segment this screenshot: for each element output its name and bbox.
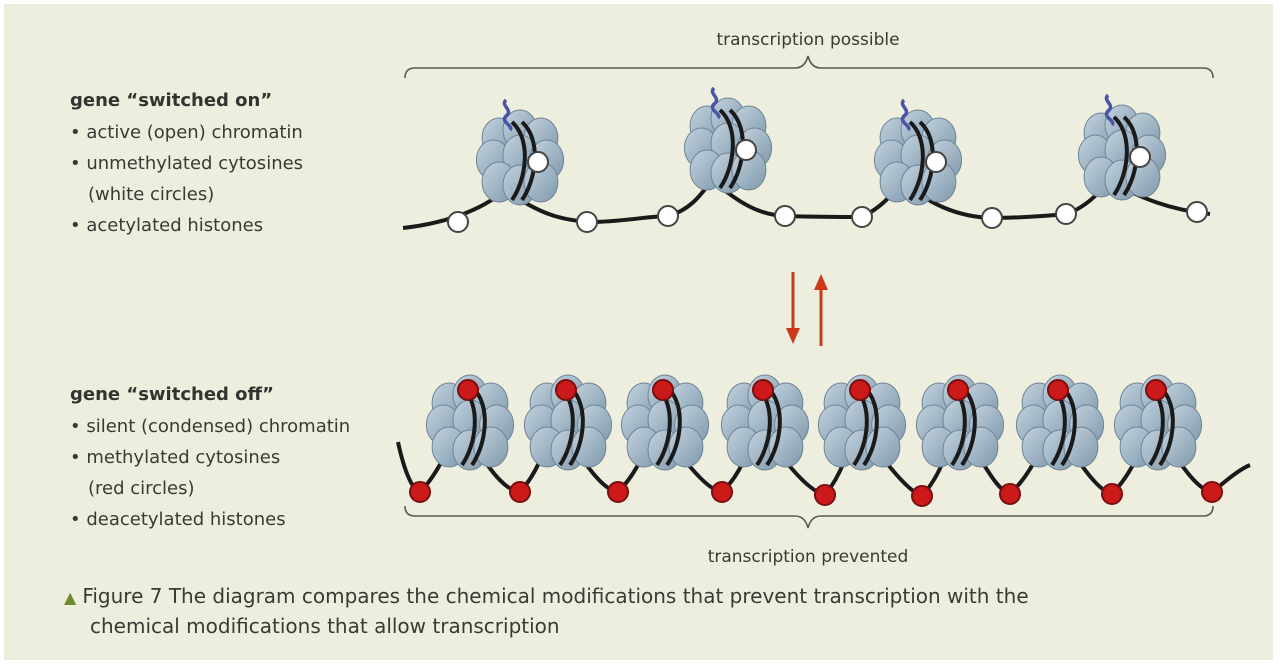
nucleosome (1077, 93, 1167, 201)
unmethylated-cytosine-dot (1055, 203, 1077, 225)
methylated-cytosines (409, 481, 1223, 507)
switched-off-legend: gene “switched off” • silent (condensed)… (70, 380, 350, 535)
up-arrow-icon (814, 274, 828, 346)
caption-line-2: chemical modifications that allow transc… (90, 614, 560, 638)
top-bracket (404, 55, 1214, 79)
unmethylated-cytosine-dot (657, 205, 679, 227)
methylated-cytosine-dot (752, 379, 774, 401)
switched-on-heading: gene “switched on” (70, 90, 273, 111)
methylated-cytosine-dot (947, 379, 969, 401)
nucleosome (620, 374, 710, 471)
legend-item: • acetylated histones (70, 215, 264, 236)
methylated-cytosine-dot (849, 379, 871, 401)
open-nucleosomes (475, 86, 1167, 206)
unmethylated-cytosine-dot (1186, 201, 1208, 223)
methylated-cytosine-dot (409, 481, 431, 503)
nucleosome (915, 374, 1005, 471)
nucleosome (873, 98, 963, 206)
methylated-cytosine-dot (999, 483, 1021, 505)
methylated-cytosine-dot (509, 481, 531, 503)
switched-on-legend: gene “switched on” • active (open) chrom… (70, 86, 303, 241)
unmethylated-cytosine-dot (1129, 146, 1151, 168)
bottom-bracket (404, 505, 1214, 529)
legend-item: • methylated cytosines (70, 447, 281, 468)
nucleosome (817, 374, 907, 471)
unmethylated-cytosines (447, 201, 1208, 233)
legend-item: (red circles) (88, 478, 195, 499)
legend-item: • silent (condensed) chromatin (70, 416, 351, 437)
nucleosome (425, 374, 515, 471)
switched-off-heading: gene “switched off” (70, 384, 274, 405)
legend-item: • deacetylated histones (70, 509, 286, 530)
methylated-cytosine-dot (1145, 379, 1167, 401)
acetyl-tail-icon (710, 86, 721, 120)
methylated-cytosine-dot (814, 484, 836, 506)
acetyl-tail-icon (1104, 93, 1115, 127)
nucleosome (1113, 374, 1203, 471)
condensed-nucleosomes (425, 374, 1203, 471)
nucleosome (523, 374, 613, 471)
methylated-cytosine-dot (555, 379, 577, 401)
methylated-cytosine-dot (652, 379, 674, 401)
legend-item: • unmethylated cytosines (70, 153, 304, 174)
acetyl-tail-icon (502, 98, 513, 132)
nucleosome (683, 86, 773, 194)
caption-line-1: Figure 7 The diagram compares the chemic… (82, 584, 1029, 608)
transcription-prevented-label: transcription prevented (708, 547, 909, 567)
methylated-cytosine-dot (1101, 483, 1123, 505)
methylated-cytosine-dot (1047, 379, 1069, 401)
nucleosome (1015, 374, 1105, 471)
unmethylated-cytosine-dot (735, 139, 757, 161)
legend-item: (white circles) (88, 184, 215, 205)
unmethylated-cytosine-dot (447, 211, 469, 233)
unmethylated-cytosine-dot (981, 207, 1003, 229)
unmethylated-cytosine-dot (925, 151, 947, 173)
figure-caption: ▲ Figure 7 The diagram compares the chemi… (64, 582, 1029, 641)
nucleosome (475, 98, 565, 206)
unmethylated-cytosine-dot (527, 151, 549, 173)
methylated-cytosine-dot (911, 485, 933, 507)
triangle-marker-icon: ▲ (64, 588, 77, 607)
legend-item: • active (open) chromatin (70, 122, 303, 143)
transcription-possible-label: transcription possible (716, 30, 899, 50)
nucleosome (720, 374, 810, 471)
methylated-cytosine-dot (607, 481, 629, 503)
methylated-cytosine-dot (457, 379, 479, 401)
methylated-cytosine-dot (711, 481, 733, 503)
unmethylated-cytosine-dot (576, 211, 598, 233)
down-arrow-icon (786, 272, 800, 344)
unmethylated-cytosine-dot (774, 205, 796, 227)
methylated-cytosine-dot (1201, 481, 1223, 503)
unmethylated-cytosine-dot (851, 206, 873, 228)
figure-panel (4, 4, 1273, 660)
acetyl-tail-icon (900, 98, 911, 132)
